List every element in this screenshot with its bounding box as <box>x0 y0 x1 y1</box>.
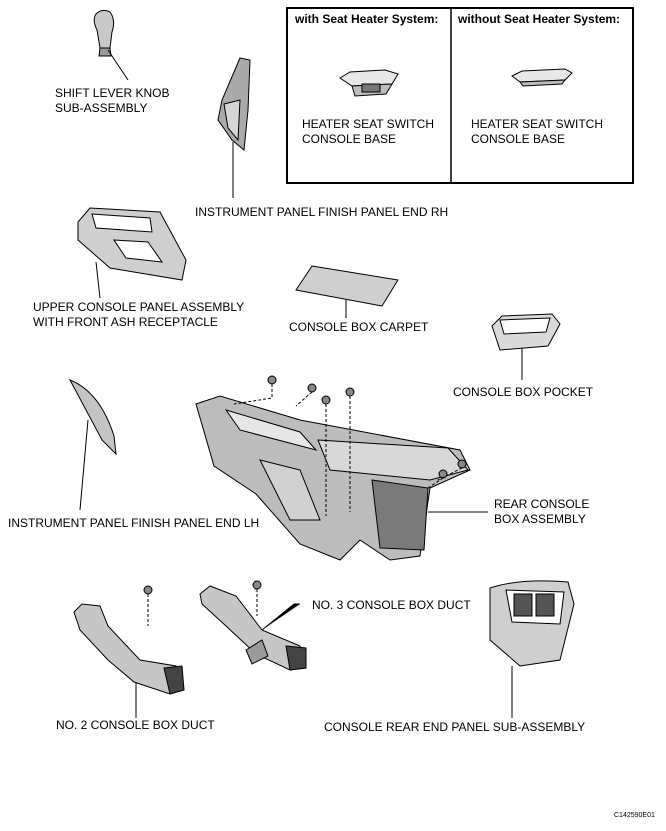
label-heater-switch-base-with: HEATER SEAT SWITCH CONSOLE BASE <box>302 117 435 146</box>
label-finish-panel-rh: INSTRUMENT PANEL FINISH PANEL END RH <box>195 205 449 219</box>
label-rear-console-box: REAR CONSOLE BOX ASSEMBLY <box>494 497 590 526</box>
finish-panel-lh-illustration <box>68 379 117 511</box>
label-no3-console-box-duct: NO. 3 CONSOLE BOX DUCT <box>312 598 471 612</box>
screws <box>143 375 467 595</box>
figure-reference: C142590E01 <box>614 812 655 819</box>
no3-console-box-duct-illustration <box>199 585 307 671</box>
label-rear-end-panel: CONSOLE REAR END PANEL SUB-ASSEMBLY <box>324 720 586 734</box>
label-console-box-pocket: CONSOLE BOX POCKET <box>453 385 594 399</box>
heater-switch-base-without-illustration <box>511 68 573 87</box>
seat-heater-option-box <box>286 7 634 184</box>
heater-switch-base-with-illustration <box>339 69 399 97</box>
without-seat-heater-header: without Seat Heater System: <box>458 12 621 26</box>
label-no2-console-box-duct: NO. 2 CONSOLE BOX DUCT <box>56 718 215 732</box>
no2-console-box-duct-illustration <box>73 603 185 718</box>
label-finish-panel-lh: INSTRUMENT PANEL FINISH PANEL END LH <box>8 516 260 530</box>
label-heater-switch-base-without: HEATER SEAT SWITCH CONSOLE BASE <box>471 117 604 146</box>
rear-end-panel-illustration <box>489 580 575 718</box>
label-console-box-carpet: CONSOLE BOX CARPET <box>289 320 429 334</box>
shift-lever-knob-illustration <box>93 9 129 81</box>
label-upper-console-panel: UPPER CONSOLE PANEL ASSEMBLY WITH FRONT … <box>33 300 245 329</box>
screw-guide-lines <box>147 384 463 626</box>
with-seat-heater-header: with Seat Heater System: <box>295 12 439 26</box>
upper-console-panel-illustration <box>77 207 187 299</box>
rear-console-box-illustration <box>195 395 471 561</box>
console-box-carpet-illustration <box>295 265 399 318</box>
finish-panel-rh-illustration <box>217 57 251 198</box>
console-box-pocket-illustration <box>491 313 561 380</box>
label-shift-lever-knob: SHIFT LEVER KNOB SUB-ASSEMBLY <box>55 86 170 115</box>
